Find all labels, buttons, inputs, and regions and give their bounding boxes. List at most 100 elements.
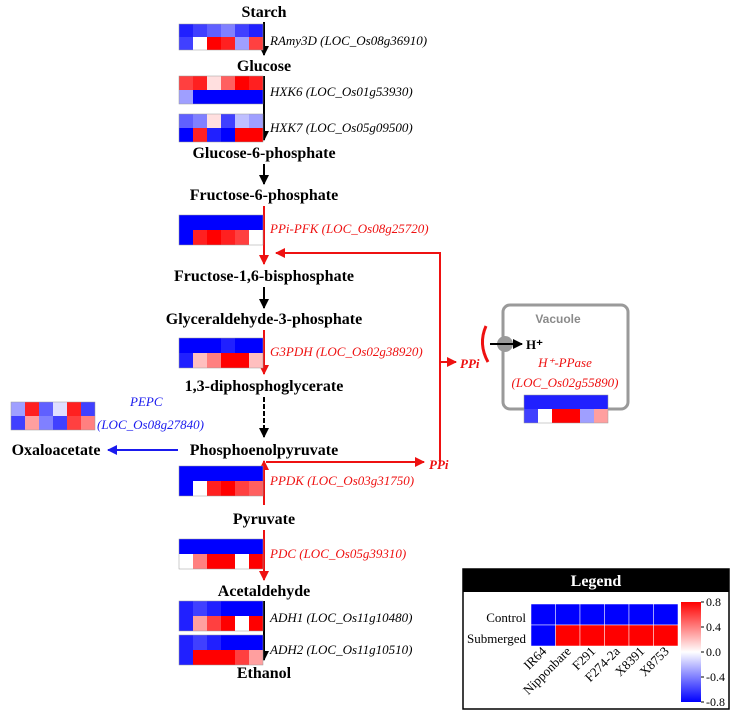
heatmap-cell-hxk6 — [193, 90, 207, 104]
heatmap-cell-hxk6 — [179, 90, 193, 104]
heatmap-cell-ppipfk — [221, 230, 235, 245]
heatmap-cell-adh2 — [193, 650, 207, 665]
heatmap-cell-ramy — [207, 37, 221, 50]
heatmap-cell-hxk7 — [235, 114, 249, 128]
metabolite-glucose-6-phosphate: Glucose-6-phosphate — [192, 145, 335, 162]
heatmap-cell-hppase — [524, 409, 538, 423]
heatmap-cell-hxk7 — [193, 114, 207, 128]
heatmap-cell-adh1 — [207, 616, 221, 631]
gene-hxk7: HXK7 (LOC_Os05g09500) — [269, 120, 413, 135]
heatmap-cell-hxk7 — [179, 114, 193, 128]
heatmap-cell-ppdk — [193, 481, 207, 496]
metabolite-oxaloacetate: Oxaloacetate — [12, 442, 101, 459]
heatmap-cell-adh2 — [193, 635, 207, 650]
heatmap-cell-ramy — [235, 37, 249, 50]
gene-ppi-pfk: PPi-PFK (LOC_Os08g25720) — [269, 221, 429, 236]
heatmap-cell-hppase — [566, 409, 580, 423]
heatmap-cell-pdc — [207, 554, 221, 569]
legend-heatmap-cell — [628, 603, 654, 626]
heatmap-cell-pepc — [81, 402, 95, 416]
heatmap-cell-hxk6 — [179, 76, 193, 90]
proton-label: H⁺ — [526, 337, 543, 352]
heatmap-cell-ramy — [179, 37, 193, 50]
ppi-label-upper: PPi — [460, 356, 480, 371]
legend-heatmap-cell — [604, 603, 630, 626]
heatmap-cell-adh1 — [249, 616, 263, 631]
heatmap-cell-pepc — [67, 402, 81, 416]
gene-adh1: ADH1 (LOC_Os11g10480) — [269, 610, 412, 625]
heatmap-border-hppase — [523, 394, 609, 424]
legend-heatmap-cell — [653, 624, 679, 647]
metabolite-phosphoenolpyruvate: Phosphoenolpyruvate — [190, 442, 338, 459]
heatmap-border-ppipfk — [178, 214, 264, 246]
heatmap-cell-g3pdh — [249, 353, 263, 368]
heatmap-cell-ramy — [249, 37, 263, 50]
heatmap-cell-ramy — [249, 24, 263, 37]
heatmap-cell-adh2 — [179, 650, 193, 665]
color-scale-tick-label: -0.8 — [706, 695, 725, 709]
heatmap-cell-pdc — [179, 554, 193, 569]
legend-heatmap-cell — [555, 603, 581, 626]
heatmap-cell-hppase — [594, 395, 608, 409]
heatmap-cell-ppipfk — [207, 230, 221, 245]
heatmap-cell-pepc — [53, 416, 67, 430]
heatmap-cell-pepc — [53, 402, 67, 416]
heatmap-cell-g3pdh — [193, 338, 207, 353]
heatmap-cell-pepc — [11, 416, 25, 430]
heatmap-cell-adh2 — [249, 635, 263, 650]
heatmap-cell-adh2 — [221, 635, 235, 650]
color-scale-tick-label: 0.4 — [706, 620, 721, 634]
gene-h-ppase-locus: (LOC_Os02g55890) — [512, 375, 619, 390]
heatmap-cell-pdc — [221, 539, 235, 554]
gene-h-ppase-name: H⁺-PPase — [537, 355, 592, 370]
metabolite-glyceraldehyde-3-phosphate: Glyceraldehyde-3-phosphate — [166, 311, 362, 328]
heatmap-cell-ramy — [221, 37, 235, 50]
heatmap-cell-ppipfk — [179, 230, 193, 245]
heatmap-cell-hxk6 — [249, 90, 263, 104]
heatmap-border-hxk7 — [178, 113, 264, 143]
heatmap-cell-hppase — [552, 409, 566, 423]
heatmap-cell-g3pdh — [179, 338, 193, 353]
heatmap-cell-hppase — [566, 395, 580, 409]
heatmap-cell-hxk6 — [221, 90, 235, 104]
heatmap-cell-g3pdh — [235, 353, 249, 368]
legend-heatmap-cell — [579, 624, 605, 647]
heatmap-cell-ramy — [207, 24, 221, 37]
heatmap-cell-hxk7 — [207, 114, 221, 128]
heatmap-cell-g3pdh — [207, 338, 221, 353]
heatmap-cell-g3pdh — [221, 353, 235, 368]
heatmap-cell-hxk7 — [221, 114, 235, 128]
heatmap-cell-ppdk — [207, 466, 221, 481]
heatmap-cell-pdc — [221, 554, 235, 569]
heatmap-cell-pdc — [193, 539, 207, 554]
heatmap-cell-hxk7 — [207, 128, 221, 142]
heatmap-cell-hppase — [552, 395, 566, 409]
heatmap-cell-adh1 — [207, 601, 221, 616]
heatmap-cell-ppipfk — [249, 215, 263, 230]
heatmap-cell-ramy — [193, 24, 207, 37]
heatmap-cell-ramy — [221, 24, 235, 37]
heatmap-cell-adh1 — [249, 601, 263, 616]
heatmap-cell-ramy — [179, 24, 193, 37]
heatmap-cell-hppase — [524, 395, 538, 409]
heatmap-cell-hxk6 — [249, 76, 263, 90]
heatmap-cell-hxk6 — [221, 76, 235, 90]
heatmap-cell-pdc — [207, 539, 221, 554]
heatmap-cell-pepc — [11, 402, 25, 416]
heatmap-cell-adh1 — [193, 616, 207, 631]
heatmap-cell-pdc — [249, 539, 263, 554]
heatmap-border-hxk6 — [178, 75, 264, 105]
heatmap-cell-ppdk — [207, 481, 221, 496]
heatmap-cell-hxk7 — [249, 128, 263, 142]
heatmap-cell-ppipfk — [193, 215, 207, 230]
heatmap-border-adh2 — [178, 634, 264, 666]
metabolite-acetaldehyde: Acetaldehyde — [218, 583, 310, 600]
heatmap-cell-hxk7 — [221, 128, 235, 142]
gene-ramy3d: RAmy3D (LOC_Os08g36910) — [269, 33, 427, 48]
heatmap-cell-hxk6 — [207, 90, 221, 104]
heatmap-cell-adh2 — [235, 650, 249, 665]
heatmap-cell-g3pdh — [193, 353, 207, 368]
heatmap-cell-hxk7 — [235, 128, 249, 142]
heatmap-group — [10, 23, 609, 666]
